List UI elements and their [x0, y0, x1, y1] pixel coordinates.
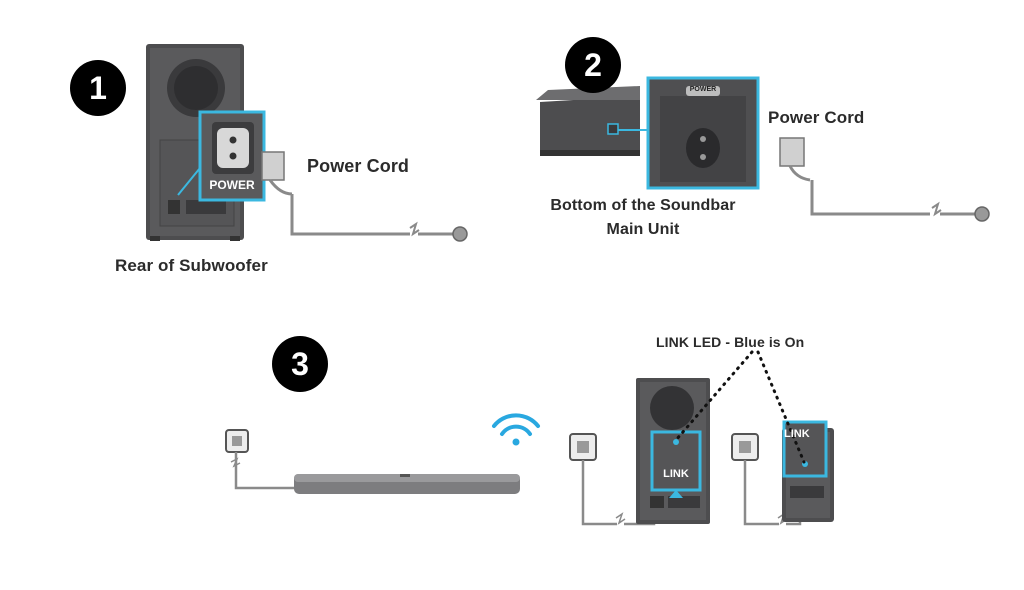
step3-subwoofer-rear: [731, 420, 834, 526]
link-label-front: LINK: [663, 468, 689, 480]
step1-power-cord: [261, 151, 468, 242]
link-led-label: LINK LED - Blue is On: [656, 334, 805, 350]
step2-power-port-zoom: [618, 76, 760, 190]
power-port-label: POWER: [209, 178, 255, 192]
step3-subwoofer-front: [569, 378, 710, 526]
power-cord-label: Power Cord: [307, 156, 410, 176]
step2-power-cord: [779, 137, 990, 222]
step2-soundbar-bottom: [536, 86, 640, 156]
link-led-pointer-lines: [674, 350, 806, 464]
soundbar-caption-line1: Bottom of the Soundbar: [550, 197, 736, 214]
step-number-badge: 1: [70, 60, 126, 116]
power-cord-label: Power Cord: [768, 108, 865, 127]
step-number-badge: 3: [272, 336, 328, 392]
link-label-rear: LINK: [784, 428, 810, 440]
soundbar-caption-line2: Main Unit: [606, 221, 680, 238]
step3-soundbar-connection: [225, 429, 520, 494]
subwoofer-caption: Rear of Subwoofer: [115, 256, 268, 275]
step1-power-port-zoom: [177, 110, 266, 202]
step-number-badge: 2: [565, 37, 621, 93]
power-port-label: POWER: [689, 86, 717, 93]
wifi-icon: [492, 413, 540, 446]
